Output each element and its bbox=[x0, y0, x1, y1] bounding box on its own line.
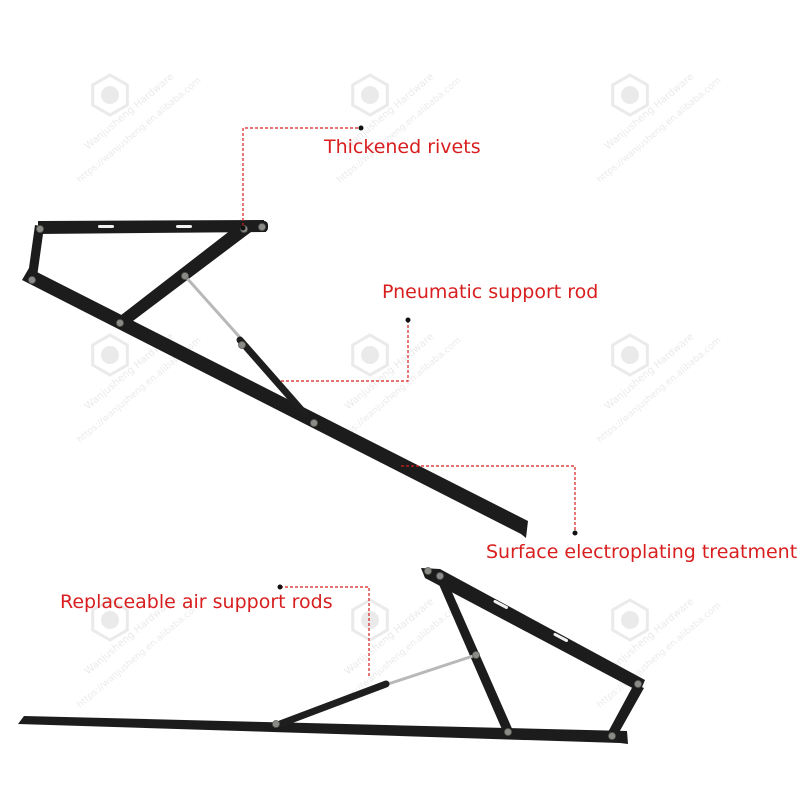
watermark-logo-icon bbox=[91, 73, 129, 117]
watermark-logo-icon bbox=[91, 598, 129, 642]
callout-surface-electroplating: Surface electroplating treatment bbox=[486, 541, 798, 563]
watermark-tile: Wanjusheng Hardwarehttps://wanjusheng.en… bbox=[596, 71, 724, 185]
bottom-gas-cylinder bbox=[276, 680, 390, 728]
rivet bbox=[634, 680, 642, 688]
callout-thickened-rivets: Thickened rivets bbox=[324, 136, 481, 158]
top-slot-1 bbox=[98, 225, 114, 228]
watermark-tile: Wanjusheng Hardwarehttps://wanjusheng.en… bbox=[76, 71, 204, 185]
watermark-url: https://wanjusheng.en.alibaba.com bbox=[336, 76, 464, 185]
rivet bbox=[36, 225, 44, 233]
rivet bbox=[116, 319, 124, 327]
leader-dot bbox=[277, 584, 283, 590]
top-slot-2 bbox=[176, 225, 192, 228]
watermark-tile: Wanjusheng Hardwarehttps://wanjusheng.en… bbox=[76, 596, 204, 710]
watermark-logo-icon bbox=[351, 333, 389, 377]
callout-replaceable-air-support-rods: Replaceable air support rods bbox=[60, 591, 333, 613]
bottom-slot-2 bbox=[553, 632, 569, 642]
watermark-tile: Wanjusheng Hardwarehttps://wanjusheng.en… bbox=[336, 331, 464, 445]
rivet bbox=[504, 728, 512, 736]
leader-dot bbox=[358, 125, 364, 131]
bottom-bracket-assembly bbox=[18, 567, 645, 744]
rivet bbox=[608, 732, 616, 740]
top-piston-rod bbox=[183, 274, 246, 344]
watermark-logo-icon bbox=[611, 73, 649, 117]
leader-dot bbox=[405, 317, 411, 323]
watermark-logo-icon bbox=[611, 333, 649, 377]
top-upper-arm bbox=[38, 220, 266, 234]
watermark-url: https://wanjusheng.en.alibaba.com bbox=[596, 76, 724, 185]
top-long-arm bbox=[22, 268, 528, 538]
watermark-logo-icon bbox=[351, 73, 389, 117]
watermark-tile: Wanjusheng Hardwarehttps://wanjusheng.en… bbox=[596, 596, 724, 710]
rivet bbox=[28, 276, 36, 284]
rivet bbox=[310, 419, 318, 427]
top-left-arm bbox=[27, 225, 44, 284]
rivet bbox=[436, 572, 444, 580]
leader-surface bbox=[401, 465, 576, 533]
watermark-logo-icon bbox=[351, 598, 389, 642]
top-gas-cylinder bbox=[236, 336, 309, 418]
watermark-logo-icon bbox=[611, 598, 649, 642]
watermark-logo-icon bbox=[91, 333, 129, 377]
watermark-layer: Wanjusheng Hardwarehttps://wanjusheng.en… bbox=[76, 71, 724, 710]
callout-pneumatic-support-rod: Pneumatic support rod bbox=[382, 281, 599, 303]
rivet bbox=[472, 651, 480, 659]
watermark-tile: Wanjusheng Hardwarehttps://wanjusheng.en… bbox=[336, 71, 464, 185]
rivet bbox=[424, 567, 432, 575]
bottom-base-arm bbox=[18, 716, 628, 744]
watermark-url: https://wanjusheng.en.alibaba.com bbox=[596, 601, 724, 710]
bottom-slot-1 bbox=[493, 599, 509, 609]
bottom-piston-rod bbox=[380, 653, 478, 688]
bottom-right-leg bbox=[607, 684, 644, 736]
watermark-url: https://wanjusheng.en.alibaba.com bbox=[76, 601, 204, 710]
watermark-url: https://wanjusheng.en.alibaba.com bbox=[336, 336, 464, 445]
leader-dot bbox=[240, 225, 246, 231]
leader-rivets bbox=[242, 127, 361, 226]
callout-leaders bbox=[240, 125, 578, 678]
watermark-tile: Wanjusheng Hardwarehttps://wanjusheng.en… bbox=[596, 331, 724, 445]
leader-dot bbox=[572, 530, 578, 536]
watermark-url: https://wanjusheng.en.alibaba.com bbox=[596, 336, 724, 445]
top-bracket-assembly bbox=[22, 220, 528, 538]
rivet bbox=[238, 341, 246, 349]
leader-pneumatic bbox=[281, 320, 409, 382]
rivet bbox=[181, 272, 189, 280]
rivet bbox=[258, 223, 266, 231]
rivet bbox=[272, 720, 280, 728]
bottom-inclined-arm bbox=[421, 568, 645, 692]
watermark-url: https://wanjusheng.en.alibaba.com bbox=[76, 76, 204, 185]
